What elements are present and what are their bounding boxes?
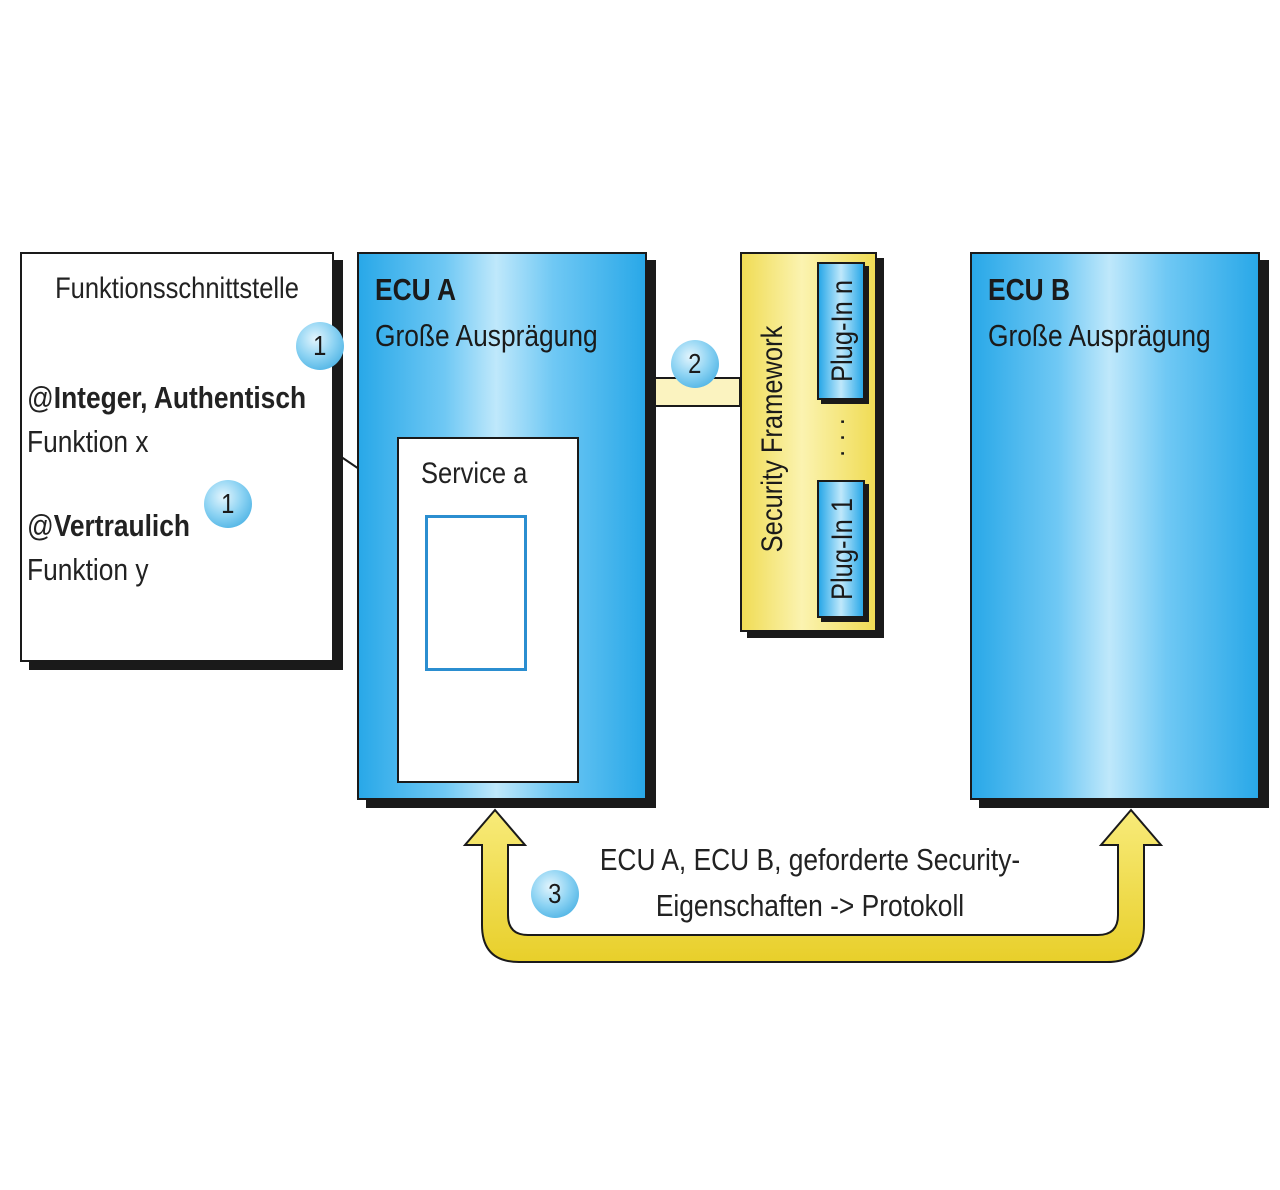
ecu-b-box: ECU B Große Ausprägung — [970, 252, 1260, 800]
protocol-caption-line1: ECU A, ECU B, geforderte Security- — [599, 842, 1021, 877]
function-y-label: Funktion y — [27, 552, 149, 587]
plugin-n-label: Plug-In n — [826, 279, 859, 383]
security-framework-label: Security Framework — [756, 325, 789, 553]
badge-1-interface: 1 — [296, 322, 344, 370]
ecu-a-title: ECU A — [375, 272, 457, 307]
service-a-label: Service a — [421, 457, 528, 490]
annotation-integer-authentic: @Integer, Authentisch — [27, 380, 307, 415]
ecu-b-subtitle: Große Ausprägung — [988, 318, 1211, 353]
interface-title: Funktionsschnittstelle — [55, 272, 299, 305]
plugin-ellipsis: · · · — [825, 417, 856, 458]
annotation-confidential: @Vertraulich — [27, 508, 190, 543]
plugin-1-box: Plug-In 1 — [817, 480, 865, 618]
ecu-b-title: ECU B — [988, 272, 1070, 307]
badge-3-protocol: 3 — [531, 870, 579, 918]
ecu-a-subtitle: Große Ausprägung — [375, 318, 598, 353]
plugin-n-box: Plug-In n — [817, 262, 865, 400]
service-function-box — [425, 515, 527, 671]
badge-1-confidential: 1 — [204, 480, 252, 528]
badge-2-framework: 2 — [671, 340, 719, 388]
plugin-1-label: Plug-In 1 — [826, 497, 859, 601]
function-x-label: Funktion x — [27, 424, 149, 459]
protocol-caption-line2: Eigenschaften -> Protokoll — [655, 888, 965, 923]
function-interface-box: Funktionsschnittstelle @Integer, Authent… — [20, 252, 334, 662]
protocol-arrow — [462, 808, 1164, 963]
